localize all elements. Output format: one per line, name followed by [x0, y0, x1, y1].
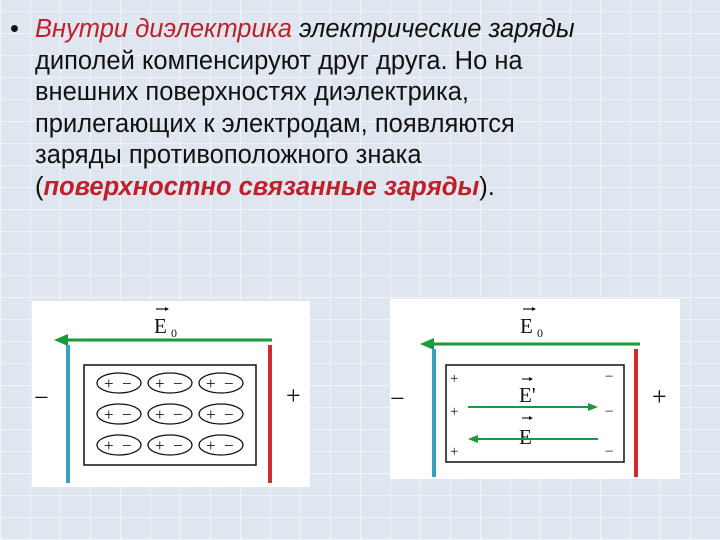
dipole-outline: [198, 372, 244, 394]
dipole: +−: [96, 434, 142, 456]
dipole: +−: [147, 403, 193, 425]
surface-minus-1: −: [605, 369, 613, 385]
dipole-plus: +: [155, 436, 165, 455]
surface-charge-diagram-svg: E 0 − + + + + − − − E' E: [390, 307, 667, 477]
text-line-5: заряды противоположного знака: [35, 141, 422, 169]
dipole-diagram-svg: E 0 − + +−+−+−+−+−+−+−+−+−: [34, 307, 301, 483]
dipole-outline: [96, 372, 142, 394]
paragraph-text: Внутри диэлектрика электрические заряды …: [35, 14, 715, 203]
dipole-plus: +: [206, 436, 216, 455]
dipole-plus: +: [206, 405, 216, 424]
text-line-4: прилегающих к электродам, появляются: [35, 109, 515, 138]
surface-charge-diagram: E 0 − + + + + − − − E' E: [390, 299, 680, 479]
highlight-phrase: Внутри диэлектрика: [35, 15, 292, 43]
polarization-field-label: E': [519, 383, 536, 407]
dipole-minus: −: [122, 436, 132, 455]
external-field-arrow-head: [420, 338, 434, 350]
field-label-e: E: [154, 314, 167, 338]
vector-head-inner: [529, 377, 533, 381]
dielectric-box: [445, 364, 625, 463]
dipole-outline: [147, 434, 193, 456]
dielectric-box: [83, 364, 257, 466]
surface-plus-3: +: [450, 444, 458, 460]
dipole-plus: +: [155, 405, 165, 424]
plus-sign: +: [286, 381, 301, 410]
resulting-field-label: E: [519, 425, 532, 449]
surface-plus-2: +: [450, 404, 458, 420]
dipole-plus: +: [104, 405, 114, 424]
dipole-outline: [96, 434, 142, 456]
dipole-minus: −: [122, 405, 132, 424]
positive-plate: [634, 349, 638, 477]
dipole-minus: −: [224, 374, 234, 393]
vector-head-inner-2: [529, 416, 533, 420]
dipole-minus: −: [122, 374, 132, 393]
bold-term: поверхностно связанные заряды: [43, 172, 480, 201]
dipole-outline: [96, 403, 142, 425]
italic-continuation: электрические заряды: [291, 15, 575, 43]
polarization-field-arrow-head: [588, 403, 598, 411]
positive-plate: [268, 345, 272, 483]
dipole: +−: [96, 372, 142, 394]
minus-sign: −: [34, 383, 49, 412]
paren-open: (: [35, 172, 44, 201]
dipole-minus: −: [173, 405, 183, 424]
dipole: +−: [147, 434, 193, 456]
dipole-minus: −: [224, 405, 234, 424]
bullet-marker: •: [10, 15, 19, 43]
text-line-3: внешних поверхностях диэлектрика,: [35, 78, 470, 106]
dipole-plus: +: [104, 436, 114, 455]
dipole-plus: +: [104, 374, 114, 393]
field-label-sub: 0: [537, 326, 543, 340]
dipole-minus: −: [173, 374, 183, 393]
minus-sign: −: [390, 384, 405, 413]
dipole: +−: [147, 372, 193, 394]
dipole-outline: [198, 434, 244, 456]
plus-sign: +: [652, 382, 667, 411]
vector-head: [165, 307, 169, 311]
surface-minus-3: −: [605, 444, 613, 460]
dipole: +−: [198, 434, 244, 456]
surface-minus-2: −: [605, 404, 613, 420]
field-label-sub: 0: [171, 326, 177, 340]
dipole: +−: [96, 403, 142, 425]
dipole-grid: +−+−+−+−+−+−+−+−+−: [96, 372, 244, 456]
dipole-minus: −: [224, 436, 234, 455]
dipole: +−: [198, 403, 244, 425]
field-label-e: E: [520, 314, 533, 338]
dipole-outline: [198, 403, 244, 425]
text-line-2: диполей компенсируют друг друга. Но на: [35, 46, 523, 75]
field-arrow-head: [54, 334, 68, 346]
dipole-plus: +: [206, 374, 216, 393]
surface-plus-1: +: [450, 371, 458, 387]
resulting-field-arrow-head: [468, 435, 478, 443]
dipole-minus: −: [173, 436, 183, 455]
bullet-paragraph: • Внутри диэлектрика электрические заряд…: [10, 14, 715, 203]
negative-plate: [66, 345, 70, 483]
paren-close: ).: [479, 172, 495, 201]
dipole-outline: [147, 372, 193, 394]
dipole-diagram: E 0 − + +−+−+−+−+−+−+−+−+−: [32, 301, 310, 487]
vector-head-top: [532, 307, 536, 311]
dipole-plus: +: [155, 374, 165, 393]
negative-plate: [432, 349, 436, 477]
dipole: +−: [198, 372, 244, 394]
dipole-outline: [147, 403, 193, 425]
